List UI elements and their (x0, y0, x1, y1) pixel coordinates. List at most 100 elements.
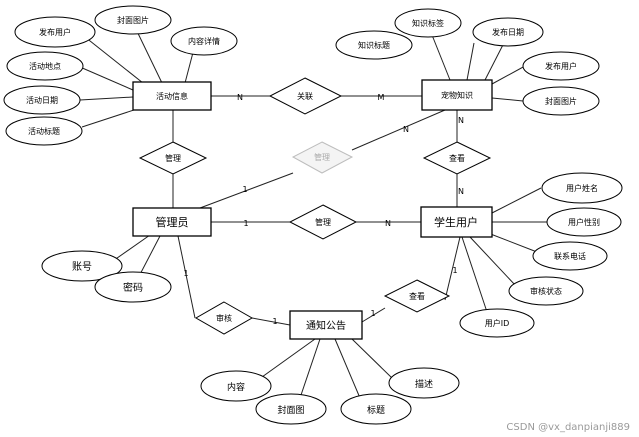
attr-activity-title (5, 116, 83, 146)
entity-student-label: 学生用户 (434, 215, 478, 229)
rel-manage-user-label: 管理 (315, 217, 331, 227)
attr-admin-password (94, 271, 172, 303)
rel-review (194, 301, 254, 335)
attr-student-name (541, 172, 623, 204)
attr-pet-publisher (522, 51, 600, 81)
entities: 活动信息 宠物知识 管理员 学生用户 通知公告 (132, 79, 493, 340)
attr-notice-title (340, 393, 412, 425)
attr-notice-title-label: 标题 (367, 404, 385, 416)
attr-notice-desc-label: 描述 (415, 378, 433, 390)
attr-notice-cover (255, 393, 327, 425)
connection-lines (79, 22, 547, 399)
entity-activity (132, 81, 212, 111)
card-view-student: N (458, 187, 464, 196)
attr-pet-date-label: 发布日期 (492, 27, 524, 37)
edge-admin-review (177, 235, 196, 319)
attr-student-status-label: 审核状态 (530, 286, 562, 296)
entity-notice-label: 通知公告 (306, 319, 346, 332)
card-activity-related: N (237, 93, 243, 102)
attr-pet-publisher-label: 发布用户 (545, 61, 577, 71)
edge-student-id (461, 236, 488, 313)
entity-admin-label: 管理员 (156, 215, 189, 229)
attr-admin-account-label: 账号 (72, 261, 92, 273)
attr-student-phone (532, 241, 608, 271)
attr-notice-content-label: 内容 (227, 381, 245, 393)
card-pet-admin-admin: 1 (242, 185, 247, 194)
activity-attributes: 发布用户 封面图片 内容详情 活动地点 活动日期 活动标题 (3, 5, 238, 146)
card-admin-manage: 1 (243, 219, 248, 228)
edge-notice-title (334, 338, 361, 399)
attr-student-gender-label: 用户性别 (568, 217, 600, 227)
rel-view-pet (422, 141, 492, 175)
relationships: 关联 管理 管理 管理 查看 审核 查看 (138, 77, 492, 335)
edge-notice-desc (351, 338, 393, 379)
attr-student-id (459, 308, 535, 338)
edge-activity-date (79, 96, 134, 101)
entity-pet-label: 宠物知识 (441, 90, 473, 100)
entity-notice (289, 310, 363, 340)
edge-review-notice (251, 317, 291, 326)
edge-activity-title (81, 107, 141, 128)
edge-pet-title (466, 42, 475, 81)
card-admin-review: 1 (183, 269, 188, 278)
entity-pet (421, 79, 493, 111)
edge-pet-cover (491, 97, 524, 102)
edge-pet-manage-faded (351, 109, 446, 151)
card-manage-student: N (385, 219, 391, 228)
edge-notice-view (361, 307, 386, 323)
edge-notice-content (254, 338, 316, 383)
card-pet-view: N (458, 116, 464, 125)
rel-view-pet-label: 查看 (449, 153, 465, 163)
rel-related (268, 77, 343, 115)
rel-view-notice (383, 279, 451, 313)
entity-student (420, 206, 493, 238)
rel-view-notice-label: 查看 (409, 291, 425, 301)
attr-activity-cover-label: 封面图片 (117, 15, 149, 25)
attr-admin-password-label: 密码 (123, 281, 143, 294)
edge-activity-publisher (79, 32, 144, 84)
student-attributes: 用户姓名 用户性别 联系电话 审核状态 用户ID (459, 172, 623, 338)
attr-activity-content-label: 内容详情 (188, 36, 220, 46)
rel-manage-pet-label: 管理 (314, 152, 330, 162)
attr-activity-place-label: 活动地点 (29, 61, 61, 71)
edge-view-student-2 (444, 236, 461, 301)
attr-notice-content (200, 370, 272, 402)
attr-pet-title-label: 知识标题 (358, 40, 390, 50)
rel-related-label: 关联 (297, 91, 313, 101)
admin-attributes: 账号 密码 (41, 250, 172, 303)
attr-activity-content (170, 26, 238, 56)
edge-pet-publisher (491, 65, 526, 85)
card-review-notice: 1 (272, 317, 277, 326)
attr-pet-tag (394, 8, 462, 38)
attr-student-name-label: 用户姓名 (566, 183, 598, 193)
attr-activity-publisher (14, 16, 96, 48)
attr-student-phone-label: 联系电话 (554, 251, 586, 261)
edge-activity-place (79, 66, 134, 91)
attr-pet-cover (522, 86, 600, 116)
entity-activity-label: 活动信息 (156, 91, 188, 101)
entity-admin (132, 207, 212, 237)
attr-notice-desc (388, 367, 460, 399)
attr-activity-publisher-label: 发布用户 (39, 27, 71, 37)
attr-pet-date (472, 17, 544, 47)
attr-pet-tag-label: 知识标签 (412, 18, 444, 28)
attr-pet-cover-label: 封面图片 (545, 96, 577, 106)
card-notice-view: 1 (370, 309, 375, 318)
attr-admin-account (41, 250, 123, 282)
notice-attributes: 内容 封面图 标题 描述 (200, 367, 460, 425)
edge-notice-cover (299, 338, 321, 399)
rel-manage-pet (291, 141, 354, 174)
attr-student-status (508, 276, 584, 306)
pet-attributes: 知识标签 发布日期 知识标题 发布用户 封面图片 (335, 8, 600, 116)
attr-activity-date-label: 活动日期 (26, 95, 58, 105)
attr-activity-title-label: 活动标题 (28, 126, 60, 136)
attr-notice-cover-label: 封面图 (277, 404, 304, 416)
edge-student-status (469, 236, 517, 287)
rel-review-label: 审核 (216, 313, 232, 323)
attr-activity-cover (94, 5, 172, 35)
watermark-text: CSDN @vx_danpianji889 (506, 422, 630, 433)
edge-student-name (491, 187, 542, 214)
attr-pet-title (335, 30, 413, 60)
attr-student-gender (546, 207, 622, 237)
attr-student-id-label: 用户ID (485, 318, 510, 328)
